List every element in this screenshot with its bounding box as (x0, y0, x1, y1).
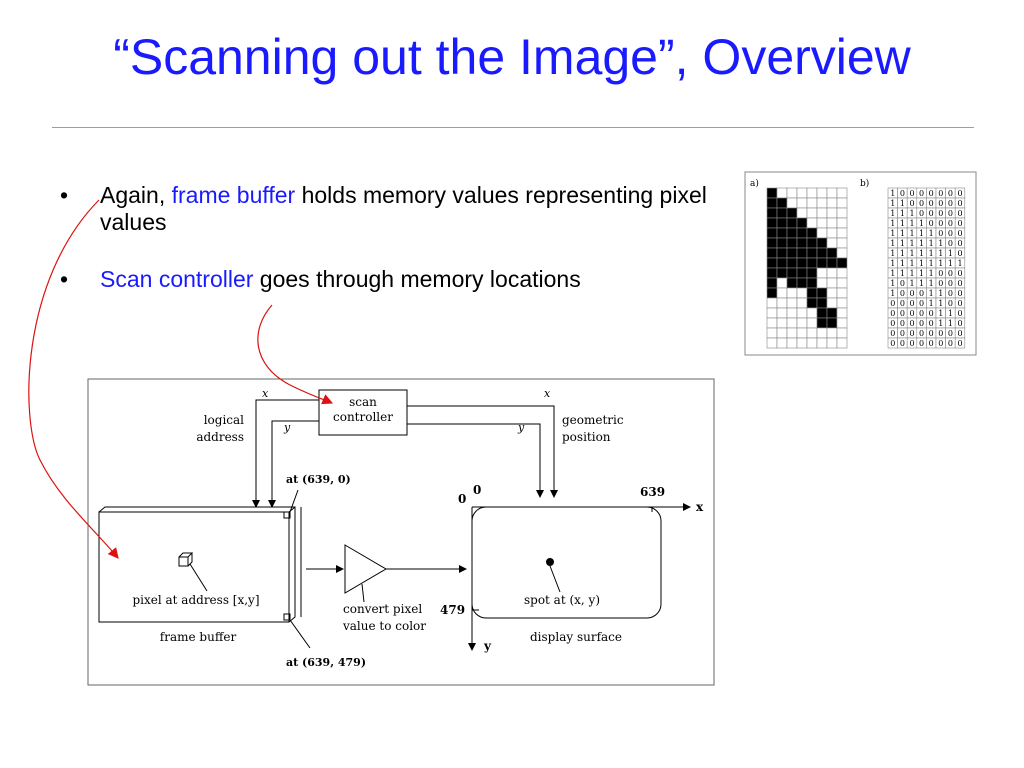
geometric-position-line-1: geometric (562, 413, 624, 427)
origin-label: 0 (458, 492, 466, 506)
converter-triangle (344, 544, 387, 594)
spot-at-label: spot at (x, y) (524, 593, 600, 607)
y-right-label: y (517, 421, 525, 434)
y-right-line (407, 423, 544, 498)
bullet-1-pre: Again, (100, 182, 172, 208)
frame-buffer-top-cell (283, 511, 291, 519)
bullet-1-post: holds memory values representing pixel v… (100, 182, 707, 235)
frame-buffer-annotation-arrow (28, 199, 119, 559)
frame-buffer-bottom-cell (283, 613, 291, 621)
spot-leader (549, 565, 561, 593)
frame-buffer-label: frame buffer (160, 630, 237, 644)
x-axis-label: x (696, 500, 704, 514)
at-top-label: at (639, 0) (286, 473, 351, 486)
x-right-line (407, 405, 558, 498)
zero-top-label: 0 (473, 483, 481, 497)
pixel-cube-icon (178, 552, 194, 567)
pixel-at-label: pixel at address [x,y] (132, 593, 259, 607)
spot-dot (546, 558, 554, 566)
bullet-scan-controller: • Scan controller goes through memory lo… (60, 266, 720, 293)
x-max-label: 639 (640, 485, 665, 499)
bullet-2-post: goes through memory locations (253, 266, 581, 292)
x-left-line (252, 399, 319, 508)
geometric-position-line-2: position (562, 430, 611, 444)
converter-leader (361, 583, 365, 603)
convert-line-2: value to color (342, 619, 426, 633)
bullet-frame-buffer: • Again, frame buffer holds memory value… (60, 182, 720, 236)
slide-title: “Scanning out the Image”, Overview (113, 29, 911, 85)
logical-address-line-1: logical (204, 413, 244, 427)
y-left-line (268, 420, 319, 508)
bullet-list: • Again, frame buffer holds memory value… (60, 182, 720, 323)
convert-line-1: convert pixel (343, 602, 422, 616)
scan-controller-line-1: scan (349, 395, 377, 409)
x-right-label: x (544, 387, 551, 400)
scan-controller-annotation-arrow (257, 304, 334, 405)
at-bottom-leader (289, 619, 311, 649)
bullet-dot-icon: • (60, 182, 69, 208)
x-left-label: x (262, 387, 269, 400)
scan-controller-line-2: controller (333, 410, 393, 424)
y-axis-label: y (483, 639, 492, 653)
at-bottom-label: at (639, 479) (286, 656, 366, 669)
frame-buffer-box (98, 511, 290, 623)
scan-controller-box (318, 389, 408, 436)
title-divider (52, 127, 974, 128)
pixel-leader (189, 563, 208, 592)
y-max-label: 479 (440, 603, 465, 617)
bullet-2-highlight: Scan controller (100, 266, 254, 292)
display-surface-label: display surface (530, 630, 622, 644)
bullet-dot-icon: • (60, 266, 69, 292)
bullet-1-highlight: frame buffer (171, 182, 296, 208)
at-top-leader (289, 489, 299, 513)
y-left-label: y (283, 421, 291, 434)
logical-address-line-2: address (196, 430, 244, 444)
